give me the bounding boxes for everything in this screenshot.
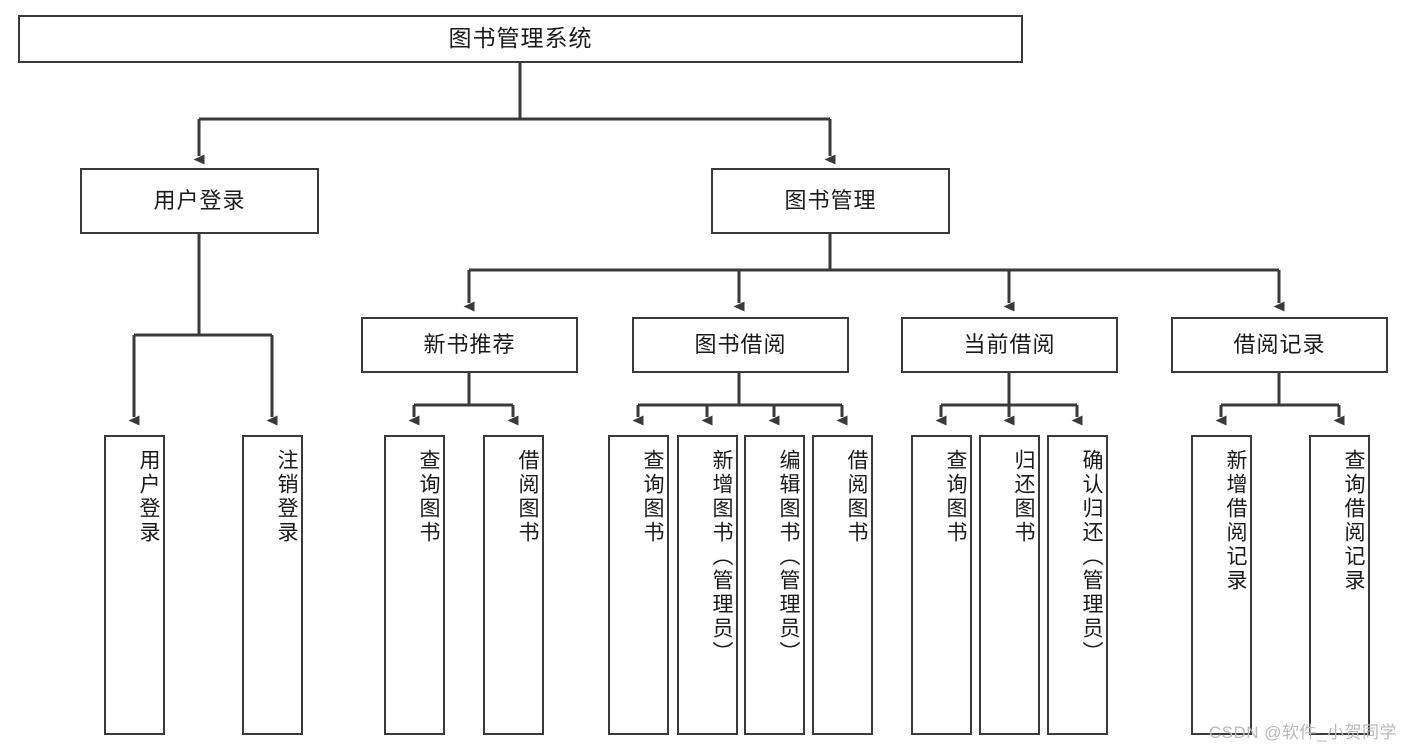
node-book-management[interactable]: 图书管理	[711, 168, 950, 234]
node-new-book-recommendation[interactable]: 新书推荐	[361, 317, 578, 373]
node-label: 确认归还（管理员）	[1080, 449, 1103, 665]
leaf-confirm-return-admin[interactable]: 确认归还（管理员）	[1047, 435, 1108, 735]
leaf-query-borrow-record[interactable]: 查询借阅记录	[1309, 435, 1370, 735]
node-label: 归还图书	[1012, 449, 1035, 545]
node-label: 编辑图书（管理员）	[777, 449, 800, 665]
node-label: 借阅记录	[1233, 331, 1326, 357]
node-label: 查询图书	[417, 449, 440, 545]
leaf-edit-book-admin[interactable]: 编辑图书（管理员）	[744, 435, 805, 735]
leaf-logout[interactable]: 注销登录	[242, 435, 303, 735]
node-label: 新增图书（管理员）	[710, 449, 733, 665]
node-root-book-management-system[interactable]: 图书管理系统	[18, 15, 1023, 63]
leaf-user-login[interactable]: 用户登录	[104, 435, 165, 735]
leaf-borrow-book-a[interactable]: 借阅图书	[483, 435, 544, 735]
node-label: 当前借阅	[963, 331, 1056, 357]
csdn-watermark: CSDN @软件_小贺同学	[1208, 723, 1397, 742]
leaf-borrow-book-b[interactable]: 借阅图书	[812, 435, 873, 735]
leaf-add-borrow-record[interactable]: 新增借阅记录	[1191, 435, 1252, 735]
node-label: 注销登录	[275, 449, 298, 545]
node-label: 查询图书	[944, 449, 967, 545]
node-user-login[interactable]: 用户登录	[80, 168, 319, 234]
leaf-add-book-admin[interactable]: 新增图书（管理员）	[677, 435, 738, 735]
node-label: 新书推荐	[423, 331, 516, 357]
node-borrowing-record[interactable]: 借阅记录	[1171, 317, 1388, 373]
node-book-borrowing[interactable]: 图书借阅	[632, 317, 849, 373]
node-label: 查询图书	[641, 449, 664, 545]
node-label: 图书管理系统	[448, 25, 593, 52]
node-label: 用户登录	[153, 187, 246, 213]
node-current-borrowing[interactable]: 当前借阅	[901, 317, 1118, 373]
leaf-query-book-b[interactable]: 查询图书	[608, 435, 669, 735]
node-label: 新增借阅记录	[1224, 449, 1247, 593]
leaf-return-book[interactable]: 归还图书	[979, 435, 1040, 735]
leaf-query-book-c[interactable]: 查询图书	[911, 435, 972, 735]
node-label: 图书借阅	[694, 331, 787, 357]
leaf-query-book-a[interactable]: 查询图书	[384, 435, 445, 735]
node-label: 借阅图书	[845, 449, 868, 545]
node-label: 查询借阅记录	[1342, 449, 1365, 593]
node-label: 用户登录	[137, 449, 160, 545]
node-label: 借阅图书	[516, 449, 539, 545]
node-label: 图书管理	[784, 187, 877, 213]
